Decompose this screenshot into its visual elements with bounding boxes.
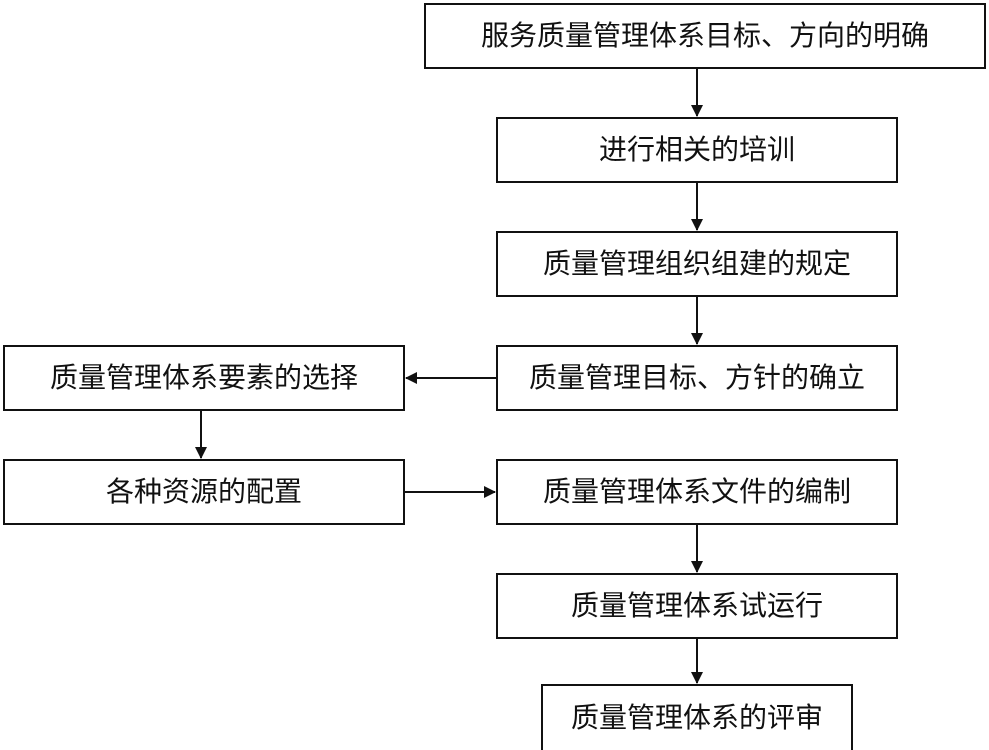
node-element-selection: 质量管理体系要素的选择 — [3, 345, 405, 411]
node-label: 各种资源的配置 — [105, 475, 302, 508]
node-trial-run: 质量管理体系试运行 — [496, 573, 898, 639]
node-label: 质量管理体系的评审 — [570, 701, 823, 734]
node-label: 进行相关的培训 — [598, 133, 795, 166]
node-label: 质量管理体系试运行 — [570, 589, 823, 622]
node-training: 进行相关的培训 — [496, 117, 898, 183]
node-label: 质量管理组织组建的规定 — [542, 247, 851, 280]
node-label: 质量管理体系要素的选择 — [49, 361, 358, 394]
node-label: 服务质量管理体系目标、方向的明确 — [480, 19, 929, 52]
node-organization-setup: 质量管理组织组建的规定 — [496, 231, 898, 297]
node-resource-allocation: 各种资源的配置 — [3, 459, 405, 525]
node-document-compilation: 质量管理体系文件的编制 — [496, 459, 898, 525]
node-label: 质量管理目标、方针的确立 — [528, 361, 865, 394]
node-goals-policy: 质量管理目标、方针的确立 — [496, 345, 898, 411]
node-define-objectives: 服务质量管理体系目标、方向的明确 — [424, 3, 986, 69]
node-review: 质量管理体系的评审 — [541, 684, 853, 750]
node-label: 质量管理体系文件的编制 — [542, 475, 851, 508]
